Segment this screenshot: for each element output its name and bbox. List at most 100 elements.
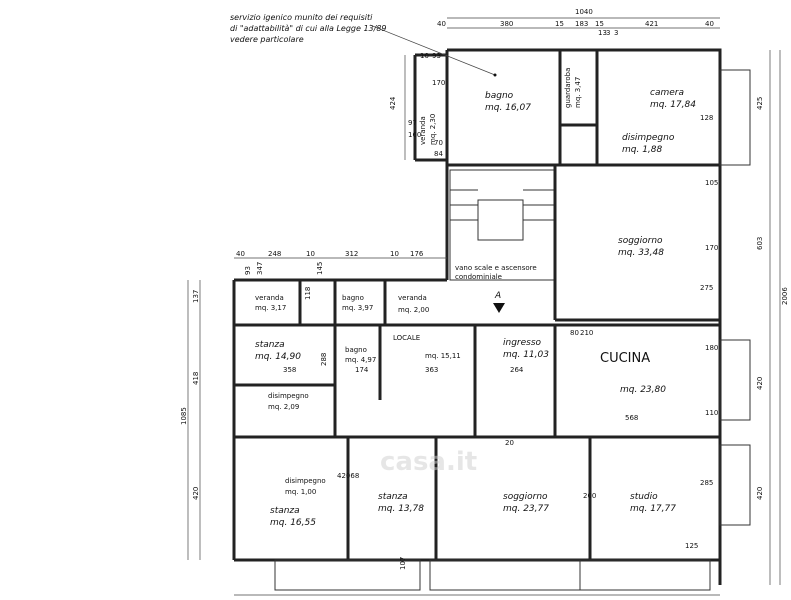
dim-label: 118 [304,287,312,300]
room-name: ingresso [503,338,542,348]
room-name: veranda [398,294,427,302]
dim-label: 275 [700,284,713,292]
room-name: stanza [255,340,285,350]
dim-label: 93 [432,52,441,60]
dim-label: 421 [645,20,658,28]
dim-label: 420 [756,377,764,390]
room-area: mq. 17,77 [630,504,676,514]
section-marker: A [493,291,505,313]
room-name: stanza [270,506,300,516]
room-area: mq. 3,47 [574,77,582,108]
room-area: mq. 15,11 [425,352,461,360]
dim-label: 1085 [180,407,188,425]
room-name: bagno [342,294,364,302]
dim-label: 380 [500,20,513,28]
dim-label: 40 [236,250,245,258]
dim-label: 10 [420,52,429,60]
room-name: bagno [485,91,514,101]
room-area: mq. 11,03 [503,350,549,360]
dim-label: 160 [408,131,421,139]
dim-label: 15 [555,20,564,28]
dim-label: 1040 [575,8,593,16]
room-area: mq. 3,17 [255,304,286,312]
note-line-2: di "adattabilità" di cui alla Legge 13/8… [230,24,387,33]
watermark-text: casa.it [380,447,477,477]
room-name: disimpegno [268,392,309,400]
room-name: disimpegno [622,133,675,143]
dim-label: 418 [192,372,200,385]
room-area: mq. 23,80 [620,385,666,395]
notes: servizio igenico munito dei requisiti di… [230,13,497,77]
dim-label: 110 [705,409,718,417]
dim-label: 183 [575,20,588,28]
room-labels: bagno mq. 16,07 guardaroba mq. 3,47 came… [255,68,696,528]
room-area: mq. 2,09 [268,403,299,411]
room-area: condominiale [455,273,502,281]
dim-label: 145 [316,262,324,275]
dim-label: 424 [389,96,397,110]
room-name: vano scale e ascensore [455,264,537,272]
room-area: mq. 33,48 [618,248,664,258]
room-name: bagno [345,346,367,354]
dim-label: 2006 [781,287,789,305]
room-area: mq. 16,55 [270,518,316,528]
dim-label: 125 [685,542,698,550]
dim-label: 97 [408,119,417,127]
room-area: mq. 1,00 [285,488,316,496]
room-name: camera [650,88,684,98]
dim-label: 363 [425,366,438,374]
dim-label: 93 [244,266,252,275]
room-area: mq. 2,00 [398,306,429,314]
room-area: mq. 1,88 [622,145,663,155]
dim-label: 128 [700,114,713,122]
room-name: soggiorno [503,492,548,502]
dim-label: 425 [756,97,764,110]
dim-label: 10 [306,250,315,258]
dim-label: 176 [410,250,424,258]
dim-label: 105 [705,179,718,187]
dim-label: 170 [705,244,718,252]
dim-label: 3 [614,29,618,37]
room-area: mq. 14,90 [255,352,301,362]
dim-label: 170 [432,79,445,87]
dim-label: 200 [583,492,596,500]
dimension-lines [187,17,781,596]
dim-label: 358 [283,366,296,374]
dim-label: 40 [705,20,714,28]
dim-label: 420 [192,487,200,500]
dim-label: 42068 [337,472,359,480]
note-line-1: servizio igenico munito dei requisiti [230,13,373,22]
room-area: mq. 23,77 [503,504,549,514]
dim-label: 568 [625,414,638,422]
room-name: disimpegno [285,477,326,485]
room-name: veranda [255,294,284,302]
room-area: mq. 13,78 [378,504,424,514]
room-name: CUCINA [600,351,650,366]
dim-label: 288 [320,353,328,366]
dim-label: 10 [390,250,399,258]
room-name: studio [630,492,658,502]
dim-label: 15 [595,20,604,28]
room-name: LOCALE [393,334,420,342]
balconies [274,69,751,591]
dim-label: 3 [606,29,610,37]
room-name: guardaroba [564,68,572,108]
room-area: mq. 17,84 [650,100,696,110]
dim-label: 420 [756,487,764,500]
room-area: mq. 4,97 [345,356,376,364]
dim-label: 264 [510,366,524,374]
dim-label: 20 [505,439,514,447]
dim-label: 210 [580,329,593,337]
dim-label: 603 [756,237,764,250]
dim-label: 80 [570,329,579,337]
dim-label: 137 [192,290,200,303]
dimension-numbers: 1040 40 380 15 183 15 421 40 40 248 10 3… [180,8,789,570]
room-area: mq. 2,30 [429,114,437,145]
room-name: veranda [419,116,427,145]
note-line-3: vedere particolare [230,35,304,44]
dim-label: 40 [437,20,446,28]
section-marker-label: A [494,291,501,301]
dim-label: 13 [598,29,607,37]
dim-label: 347 [256,262,264,275]
